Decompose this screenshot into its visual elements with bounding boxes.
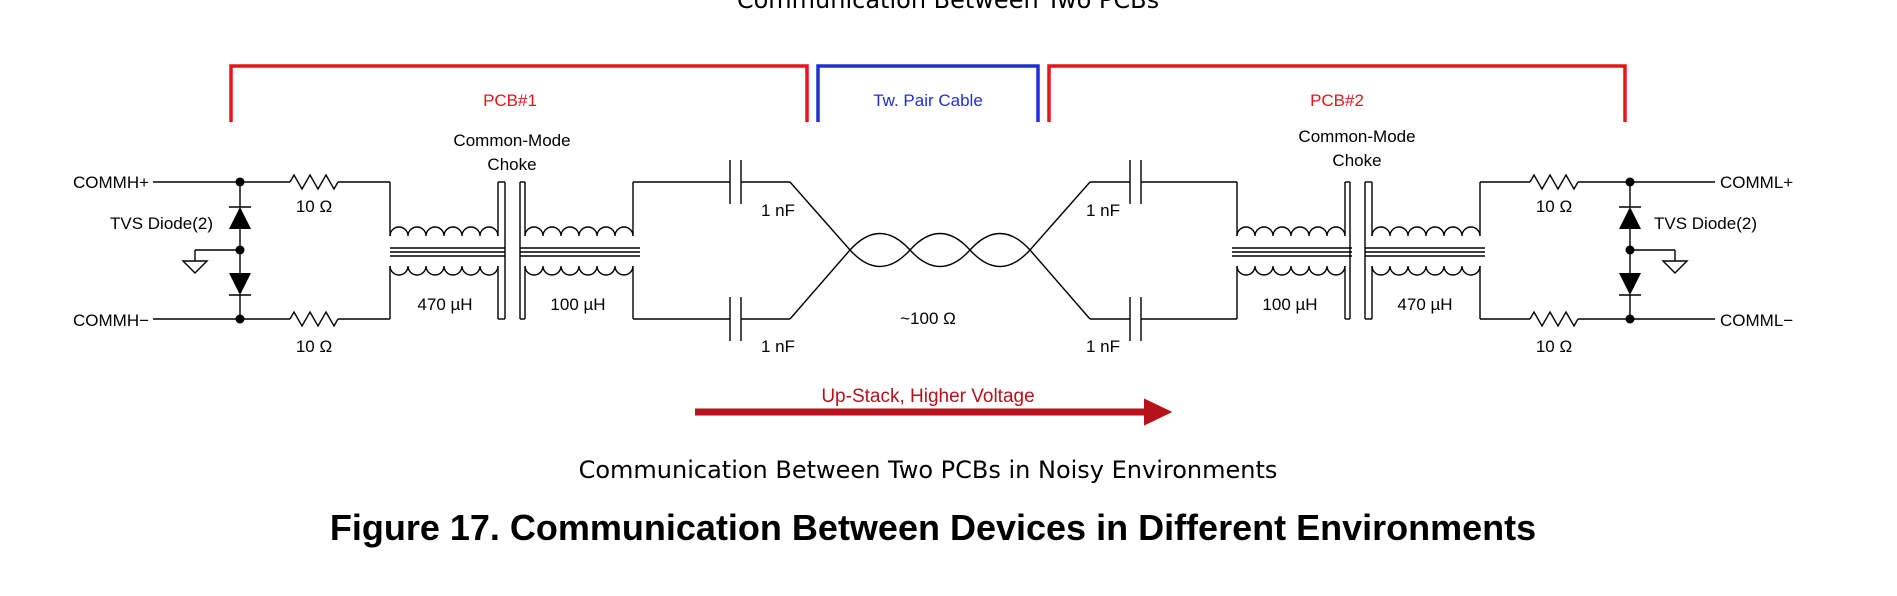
choke-100-icon (504, 181, 640, 320)
tvs-diode-icon (229, 206, 251, 229)
diagram-caption: Communication Between Two PCBs in Noisy … (579, 456, 1278, 484)
resistor-icon (1529, 310, 1579, 328)
choke-470-icon (389, 181, 505, 320)
twisted-pair-cable (789, 181, 1091, 320)
pcb2-bracket (1047, 64, 1627, 122)
left-choke-label-1: Common-Mode (453, 131, 570, 150)
tvs-diode-icon (229, 273, 251, 296)
capacitor-icon (729, 160, 742, 204)
ground-icon (181, 260, 209, 274)
choke-470-icon (1349, 181, 1485, 320)
arrow-label: Up-Stack, Higher Voltage (821, 386, 1034, 407)
right-ind-b-label: 470 µH (1397, 295, 1452, 314)
choke-100-icon (1232, 181, 1352, 320)
resistor-icon (289, 173, 339, 191)
commh-minus-label: COMMH− (73, 311, 149, 330)
top-title: Communication Between Two PCBs (737, 0, 1159, 14)
comml-minus-label: COMML− (1720, 311, 1793, 330)
tvs-diode-icon (1619, 206, 1641, 229)
right-cap-top-label: 1 nF (1086, 201, 1120, 220)
comml-plus-label: COMML+ (1720, 173, 1793, 192)
right-ind-a-label: 100 µH (1262, 295, 1317, 314)
right-tvs-label: TVS Diode(2) (1654, 214, 1757, 233)
capacitor-icon (729, 297, 742, 341)
tvs-diode-icon (1619, 273, 1641, 296)
pcb1-bracket (229, 64, 809, 122)
left-r-top-label: 10 Ω (296, 197, 332, 216)
cable-bracket (816, 64, 1040, 122)
right-choke-label-2: Choke (1332, 151, 1381, 170)
capacitor-icon (1129, 160, 1142, 204)
right-r-bot-label: 10 Ω (1536, 337, 1572, 356)
cable-label: Tw. Pair Cable (873, 91, 983, 110)
left-ind-a-label: 470 µH (417, 295, 472, 314)
left-tvs-label: TVS Diode(2) (110, 214, 213, 233)
right-choke-label-1: Common-Mode (1298, 127, 1415, 146)
left-ind-b-label: 100 µH (550, 295, 605, 314)
pcb1-label: PCB#1 (483, 91, 537, 110)
left-cap-top-label: 1 nF (761, 201, 795, 220)
right-r-top-label: 10 Ω (1536, 197, 1572, 216)
right-cap-bot-label: 1 nF (1086, 337, 1120, 356)
resistor-icon (289, 310, 339, 328)
arrow-head-icon (1144, 398, 1173, 426)
pcb2-label: PCB#2 (1310, 91, 1364, 110)
ground-icon (1661, 260, 1689, 274)
left-r-bot-label: 10 Ω (296, 337, 332, 356)
cable-impedance-label: ~100 Ω (900, 309, 956, 328)
resistor-icon (1529, 173, 1579, 191)
capacitor-icon (1129, 297, 1142, 341)
figure-title: Figure 17. Communication Between Devices… (330, 507, 1536, 548)
left-choke-label-2: Choke (487, 155, 536, 174)
left-cap-bot-label: 1 nF (761, 337, 795, 356)
commh-plus-label: COMMH+ (73, 173, 149, 192)
